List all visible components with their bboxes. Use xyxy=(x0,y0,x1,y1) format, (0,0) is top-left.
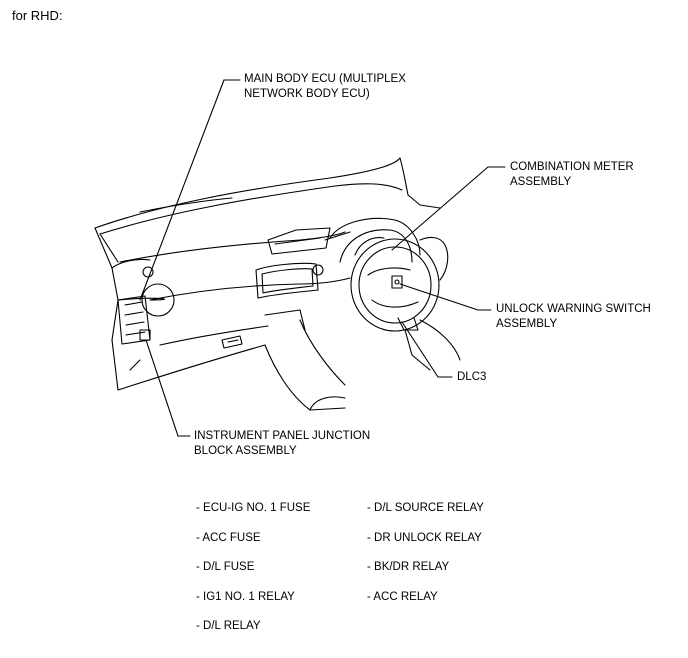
part-item: - D/L FUSE xyxy=(196,561,255,573)
combination-meter-line1: COMBINATION METER xyxy=(510,161,634,173)
unlock-warning-switch-label: UNLOCK WARNING SWITCH ASSEMBLY xyxy=(496,302,651,332)
part-item: - BK/DR RELAY xyxy=(367,561,450,573)
part-item: - ACC RELAY xyxy=(367,590,438,603)
part-item: - DR UNLOCK RELAY xyxy=(367,531,482,544)
parts-list-right: - D/L SOURCE RELAY - DR UNLOCK RELAY - B… xyxy=(367,494,484,612)
part-item: - ECU-IG NO. 1 FUSE xyxy=(196,502,311,514)
part-item: - IG1 NO. 1 RELAY xyxy=(196,590,295,603)
dlc3-label: DLC3 xyxy=(457,371,487,383)
instrument-panel-jb-line1: INSTRUMENT PANEL JUNCTION xyxy=(194,430,371,442)
parts-list-left: - ECU-IG NO. 1 FUSE - ACC FUSE - D/L FUS… xyxy=(196,494,310,642)
main-body-ecu-line1: MAIN BODY ECU (MULTIPLEX xyxy=(244,73,406,85)
part-item: - ACC FUSE xyxy=(196,531,261,544)
combination-meter-label: COMBINATION METER ASSEMBLY xyxy=(510,160,634,190)
combination-meter-line2: ASSEMBLY xyxy=(510,176,572,188)
diagram-header: for RHD: xyxy=(12,8,63,23)
main-body-ecu-line2: NETWORK BODY ECU) xyxy=(244,88,370,100)
instrument-panel-jb-label: INSTRUMENT PANEL JUNCTION BLOCK ASSEMBLY xyxy=(194,429,370,459)
unlock-warning-switch-line2: ASSEMBLY xyxy=(496,318,558,330)
main-body-ecu-label: MAIN BODY ECU (MULTIPLEX NETWORK BODY EC… xyxy=(244,72,406,102)
part-item: - D/L SOURCE RELAY xyxy=(367,502,484,514)
unlock-warning-switch-line1: UNLOCK WARNING SWITCH xyxy=(496,303,651,315)
part-item: - D/L RELAY xyxy=(196,620,261,632)
instrument-panel-jb-line2: BLOCK ASSEMBLY xyxy=(194,445,297,457)
